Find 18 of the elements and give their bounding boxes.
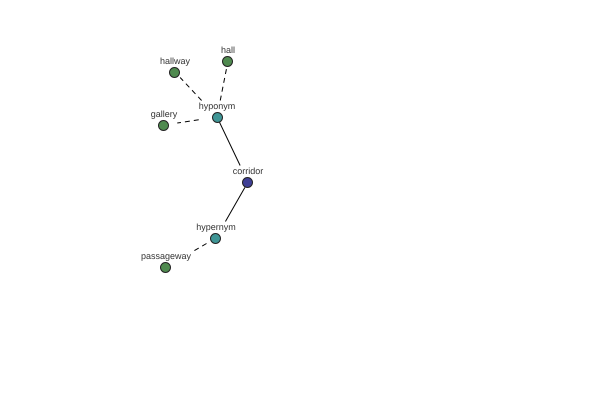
- graph-node: [150, 108, 178, 130]
- graph-node: [198, 100, 236, 122]
- graph-node: [160, 56, 190, 78]
- node-label: hall: [220, 44, 235, 56]
- connector-line: [180, 77, 202, 101]
- node-label: hypernym: [196, 222, 236, 232]
- node-label: gallery: [150, 108, 178, 120]
- connector-line: [176, 119, 200, 124]
- node-label: hallway: [160, 56, 190, 66]
- connector-line: [219, 122, 241, 166]
- graph-node: [232, 166, 264, 188]
- connector-line: [220, 66, 228, 101]
- node-label: passageway: [140, 250, 192, 262]
- node-label: hyponym: [198, 100, 236, 112]
- connector-line: [224, 187, 246, 222]
- node-label: corridor: [232, 166, 264, 176]
- graph-node: [196, 222, 236, 244]
- graph-node: [220, 44, 235, 66]
